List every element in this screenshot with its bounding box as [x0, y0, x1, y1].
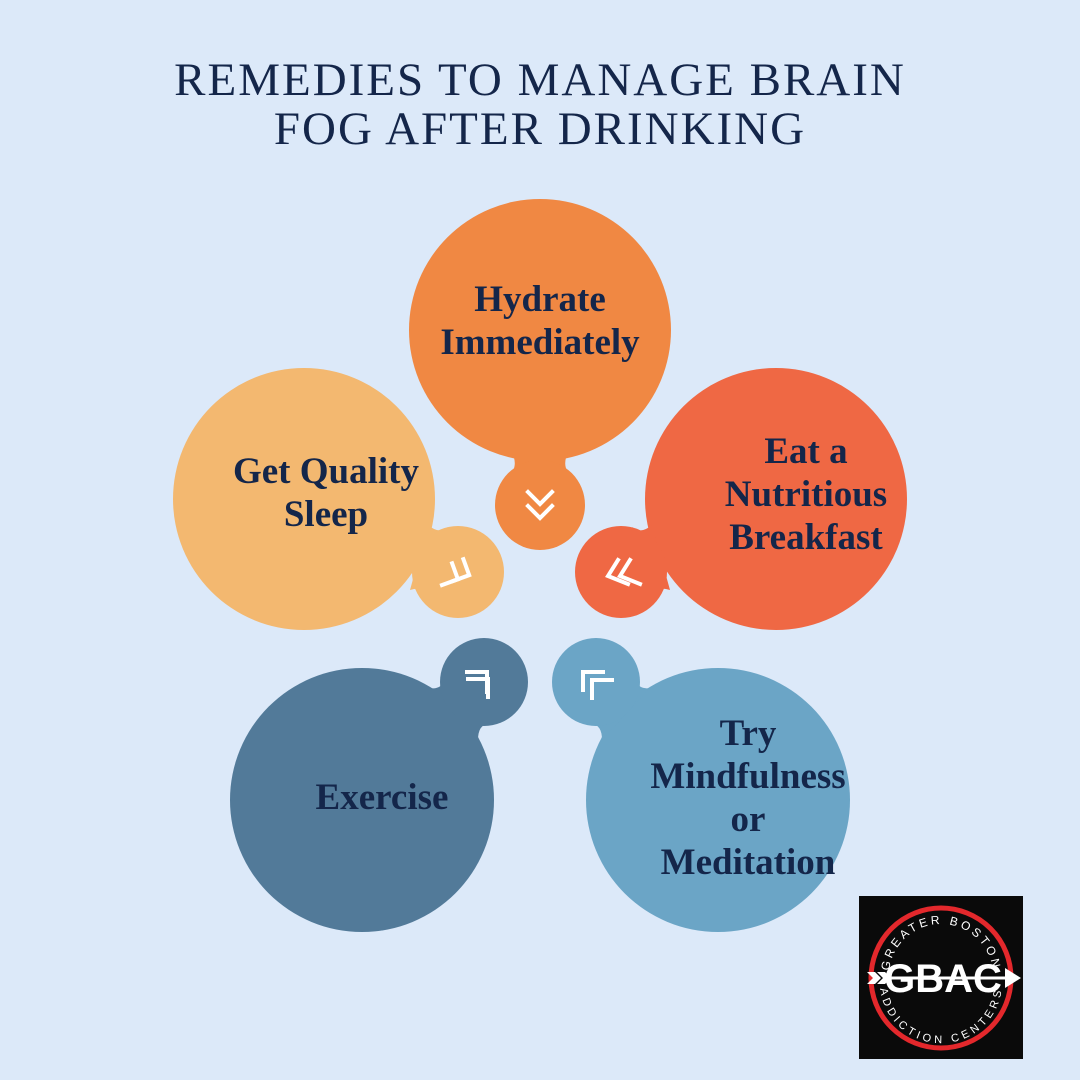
- double-chevron-up-right-icon: [465, 670, 490, 699]
- bubble-exercise: [230, 638, 528, 932]
- logo-abbr: GBAC: [884, 957, 1002, 1001]
- label-sleep: Get Quality Sleep: [206, 450, 446, 536]
- label-line: Nutritious: [724, 474, 888, 515]
- label-line: Breakfast: [729, 517, 883, 558]
- gbac-logo: GREATER BOSTON ADDICTION CENTERS GBAC: [859, 896, 1023, 1059]
- label-mindfulness: Try Mindfulness or Meditation: [638, 712, 858, 884]
- label-hydrate: Hydrate Immediately: [440, 278, 640, 364]
- label-line: or: [730, 799, 766, 840]
- label-line: Meditation: [660, 842, 836, 883]
- label-line: Sleep: [283, 494, 369, 535]
- label-breakfast: Eat a Nutritious Breakfast: [706, 430, 906, 559]
- label-exercise: Exercise: [282, 776, 482, 819]
- double-chevron-up-left-icon: [581, 670, 614, 700]
- label-line: Hydrate: [474, 279, 606, 320]
- label-line: Mindfulness: [650, 756, 846, 797]
- double-chevron-left-icon: [605, 557, 643, 587]
- double-chevron-down-icon: [525, 489, 555, 521]
- label-line: Exercise: [315, 777, 449, 818]
- title-line-1: REMEDIES TO MANAGE BRAIN: [174, 54, 906, 106]
- bubble-hydrate: [409, 199, 671, 550]
- double-chevron-right-icon: [439, 556, 472, 588]
- label-line: Try: [719, 713, 777, 754]
- bubble-mindfulness: [552, 638, 850, 932]
- page-title: REMEDIES TO MANAGE BRAIN FOG AFTER DRINK…: [0, 56, 1080, 154]
- arrow-icon: [867, 968, 1021, 988]
- title-line-2: FOG AFTER DRINKING: [273, 103, 807, 155]
- bubble-sleep: [173, 368, 504, 630]
- bubble-breakfast: [575, 368, 907, 630]
- label-line: Eat a: [764, 431, 848, 472]
- label-line: Get Quality: [232, 451, 419, 492]
- label-line: Immediately: [440, 322, 640, 363]
